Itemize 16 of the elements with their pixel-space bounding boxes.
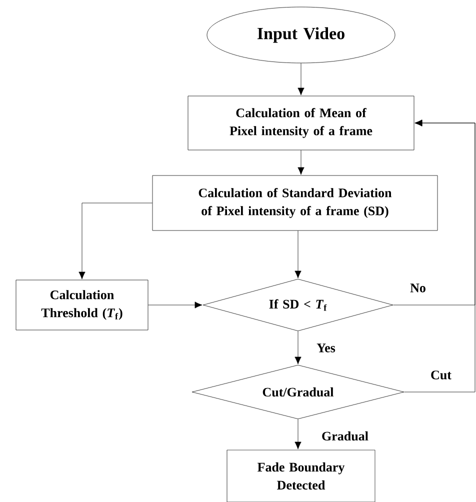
process-box: Calculation of Standard Deviation of Pixel intensity of a frame (SD) — [152, 175, 438, 231]
arrow — [294, 230, 302, 278]
arrow — [148, 302, 202, 308]
arrow — [298, 150, 304, 175]
process-box: Calculation of Mean of Pixel intensity of a frame — [188, 96, 414, 150]
edge-label: Cut — [430, 370, 452, 380]
edge-label: Yes — [316, 342, 336, 354]
arrow — [404, 120, 476, 392]
arrow — [78, 202, 152, 280]
arrow — [294, 331, 302, 364]
edge-label: No — [409, 282, 427, 294]
edge-label: Gradual — [320, 430, 370, 442]
arrow — [294, 419, 302, 450]
process-box: Fade Boundary Detected — [226, 450, 376, 502]
arrow — [298, 63, 304, 96]
process-box: Calculation Threshold (T$_{f}$) — [16, 280, 148, 330]
